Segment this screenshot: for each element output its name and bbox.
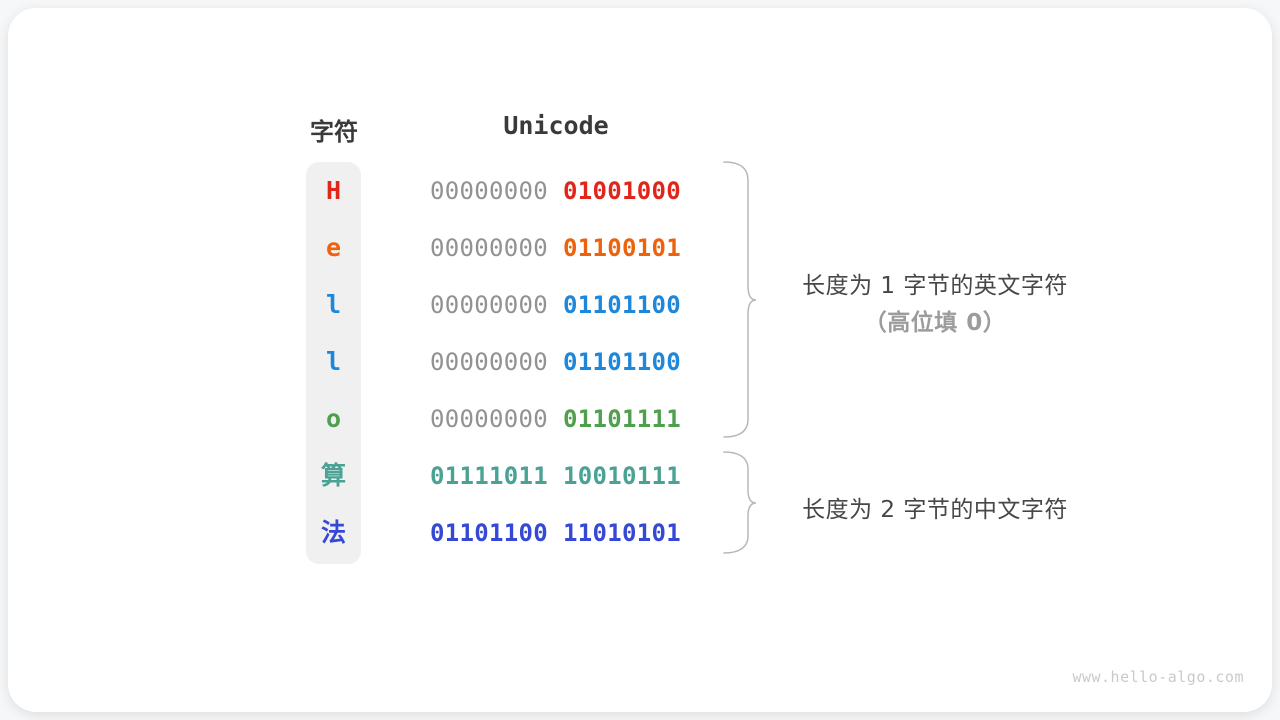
- watermark: www.hello-algo.com: [1072, 668, 1244, 686]
- encoding-row: 法 01101100 11010101: [8, 518, 1272, 548]
- encoding-row: o 00000000 01101111: [8, 404, 1272, 434]
- english-group-label-line1: 长度为 1 字节的英文字符: [802, 273, 1068, 299]
- character-cell: e: [325, 233, 342, 262]
- character-cell: 法: [320, 518, 346, 547]
- english-group-label: 长度为 1 字节的英文字符 （高位填 0）: [770, 268, 1100, 342]
- encoding-row: l 00000000 01101100: [8, 290, 1272, 320]
- diagram-card: 字符 Unicode H 00000000 01001000 e 0000000…: [8, 8, 1272, 712]
- character-cell: l: [325, 347, 342, 376]
- character-cell: o: [325, 404, 342, 433]
- character-column-background: [306, 162, 361, 564]
- byte1-cell: 00000000: [430, 291, 548, 319]
- chinese-group-label: 长度为 2 字节的中文字符: [802, 497, 1068, 523]
- byte1-cell: 00000000: [430, 234, 548, 262]
- character-cell: H: [325, 176, 342, 205]
- english-group-label-line2: （高位填 0）: [863, 310, 1007, 336]
- encoding-row: 算 01111011 10010111: [8, 461, 1272, 491]
- byte1-cell: 00000000: [430, 405, 548, 433]
- column-header-unicode: Unicode: [503, 111, 609, 140]
- brace-english-group: [723, 161, 757, 438]
- byte2-cell: 01001000: [563, 177, 681, 205]
- character-cell: l: [325, 290, 342, 319]
- byte2-cell: 10010111: [563, 462, 681, 490]
- encoding-row: l 00000000 01101100: [8, 347, 1272, 377]
- byte1-cell: 01111011: [430, 462, 548, 490]
- byte2-cell: 01101111: [563, 405, 681, 433]
- grouping-braces: [723, 161, 757, 554]
- brace-chinese-group: [723, 451, 757, 554]
- character-cell: 算: [320, 461, 346, 490]
- byte1-cell: 01101100: [430, 519, 548, 547]
- byte1-cell: 00000000: [430, 348, 548, 376]
- encoding-row: H 00000000 01001000: [8, 176, 1272, 206]
- encoding-row: e 00000000 01100101: [8, 233, 1272, 263]
- column-header-character: 字符: [310, 118, 358, 146]
- byte2-cell: 01100101: [563, 234, 681, 262]
- byte2-cell: 11010101: [563, 519, 681, 547]
- byte1-cell: 00000000: [430, 177, 548, 205]
- byte2-cell: 01101100: [563, 291, 681, 319]
- byte2-cell: 01101100: [563, 348, 681, 376]
